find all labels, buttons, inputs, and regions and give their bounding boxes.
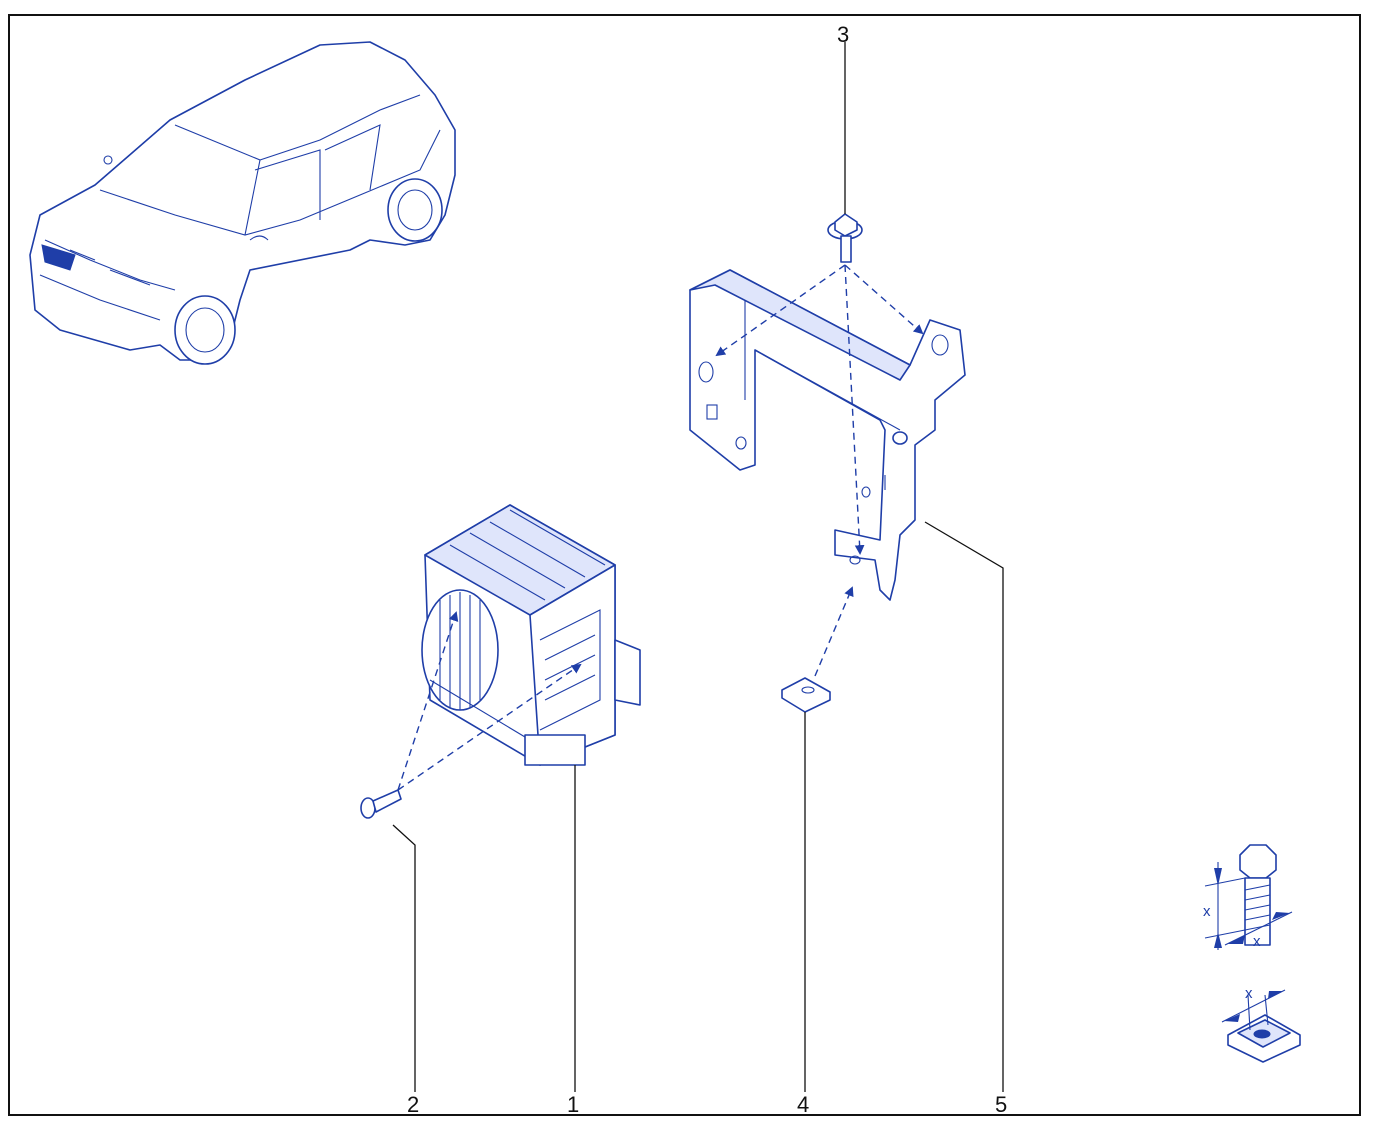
callout-4: 4 bbox=[797, 1092, 809, 1117]
vehicle-locator-illustration bbox=[29, 41, 456, 365]
legend-bolt-diameter-label: x bbox=[1253, 933, 1261, 950]
leader-line-5 bbox=[924, 521, 1004, 1092]
legend-bolt-dimensions: x x bbox=[1203, 844, 1293, 950]
callout-5: 5 bbox=[995, 1092, 1007, 1117]
part-3-bolt bbox=[827, 213, 863, 263]
arrow-bolt-to-bracket-right bbox=[844, 264, 924, 335]
legend-clip-dimensions: x bbox=[1221, 985, 1301, 1063]
arrow-bolt-to-bracket-left bbox=[715, 264, 846, 357]
leader-line-2 bbox=[392, 824, 416, 1092]
fitting-arrows bbox=[397, 264, 924, 791]
part-5-mounting-bracket bbox=[689, 269, 966, 601]
callout-2: 2 bbox=[407, 1092, 419, 1117]
legend-clip-label: x bbox=[1245, 985, 1253, 1002]
legend-bolt-length-label: x bbox=[1203, 903, 1211, 920]
part-4-clip-nut bbox=[781, 677, 831, 713]
leader-lines bbox=[392, 42, 1004, 1092]
arrow-screw-to-unit bbox=[397, 663, 582, 791]
callout-1: 1 bbox=[567, 1092, 579, 1117]
arrow-clip-to-bracket bbox=[814, 586, 854, 677]
part-1-unit-with-grille bbox=[421, 504, 641, 766]
part-2-screw bbox=[360, 789, 402, 819]
callout-labels: 1 2 3 4 5 bbox=[407, 22, 1007, 1117]
callout-3: 3 bbox=[837, 22, 849, 47]
arrow-bolt-to-bracket-foot bbox=[844, 264, 865, 555]
